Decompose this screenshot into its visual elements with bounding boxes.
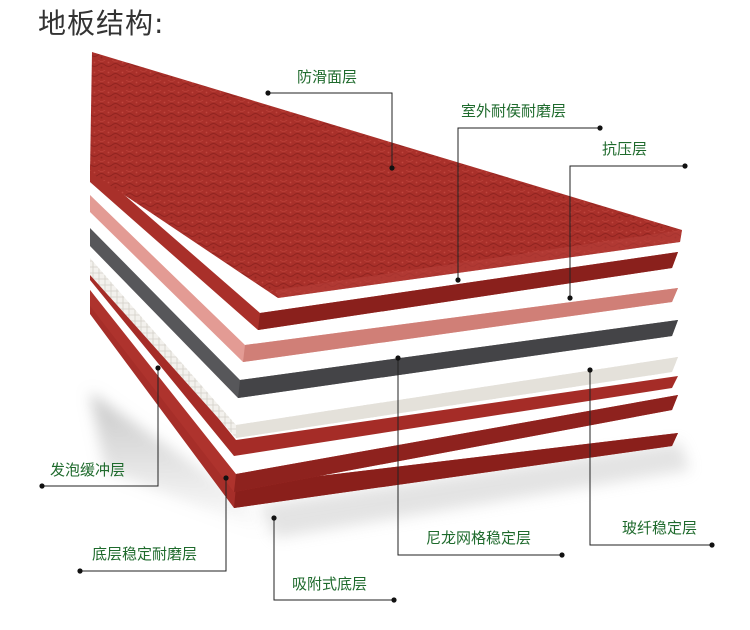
layer-adsorption-base-edge — [234, 433, 678, 508]
page-title: 地板结构: — [38, 7, 165, 40]
layer-bottom-stable-edge — [234, 395, 678, 492]
label-foam-cushion: 发泡缓冲层 — [50, 461, 126, 479]
label-fiberglass: 玻纤稳定层 — [622, 519, 698, 537]
label-anti-slip: 防滑面层 — [297, 68, 358, 86]
layer-fiberglass-edge — [236, 357, 678, 438]
label-nylon-grid: 尼龙网格稳定层 — [426, 529, 532, 547]
leader-anti-slip — [268, 92, 393, 168]
label-weather-wear: 室外耐侯耐磨层 — [461, 102, 567, 120]
layer-anti-slip-edge — [276, 230, 682, 298]
leader-lines — [42, 92, 712, 601]
leader-fiberglass — [589, 370, 712, 546]
leader-adsorption-base — [273, 518, 394, 601]
leader-nylon-grid — [397, 358, 562, 556]
leader-pressure — [569, 165, 685, 298]
layer-foam-cushion — [90, 260, 678, 456]
layer-nylon-grid-edge — [238, 320, 678, 398]
leader-bottom-stable — [80, 478, 227, 572]
floor-shadow-right — [260, 442, 690, 538]
floor-shadow — [90, 392, 270, 535]
layer-weather-wear-edge — [258, 252, 678, 330]
label-adsorption-base: 吸附式底层 — [292, 575, 368, 593]
layer-pressure-edge — [243, 288, 678, 362]
leader-dots — [39, 90, 715, 603]
leader-foam-cushion — [42, 368, 159, 487]
label-pressure: 抗压层 — [602, 140, 648, 158]
layer-anti-slip — [90, 52, 682, 298]
label-bottom-stable: 底层稳定耐磨层 — [92, 545, 198, 563]
leader-weather-wear — [457, 127, 600, 280]
